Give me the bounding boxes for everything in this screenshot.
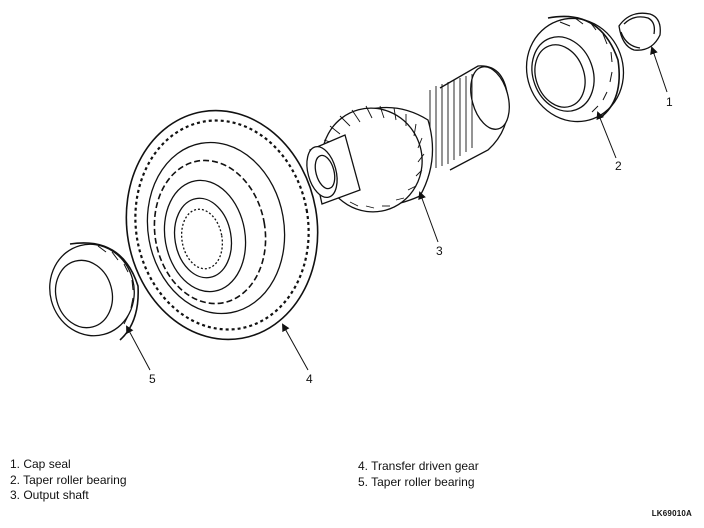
legend-item-2: 2. Taper roller bearing bbox=[10, 472, 127, 487]
callout-3: 3 bbox=[436, 244, 443, 258]
drawing-code: LK69010A bbox=[651, 509, 692, 518]
output-shaft-part bbox=[306, 65, 510, 213]
legend-item-3: 3. Output shaft bbox=[10, 488, 89, 502]
cap-seal-part bbox=[618, 12, 661, 51]
transfer-driven-gear-part bbox=[125, 109, 319, 341]
legend-item-1: 1. Cap seal bbox=[10, 457, 71, 471]
exploded-parts-diagram: 1 2 3 4 5 bbox=[49, 12, 673, 386]
leader-lines bbox=[126, 46, 668, 371]
legend-item-5: 5. Taper roller bearing bbox=[358, 474, 475, 489]
taper-roller-bearing-lower-part bbox=[49, 242, 139, 341]
callout-5: 5 bbox=[149, 372, 156, 386]
taper-roller-bearing-upper-part bbox=[525, 15, 625, 123]
parts-legend-right: 4. Transfer driven gear 5. Taper roller … bbox=[358, 459, 479, 490]
legend-item-4: 4. Transfer driven gear bbox=[358, 459, 479, 473]
parts-legend-left: 1. Cap seal 2. Taper roller bearing 3. O… bbox=[10, 457, 127, 504]
callout-2: 2 bbox=[615, 159, 622, 173]
callout-1: 1 bbox=[666, 95, 673, 109]
callout-4: 4 bbox=[306, 372, 313, 386]
